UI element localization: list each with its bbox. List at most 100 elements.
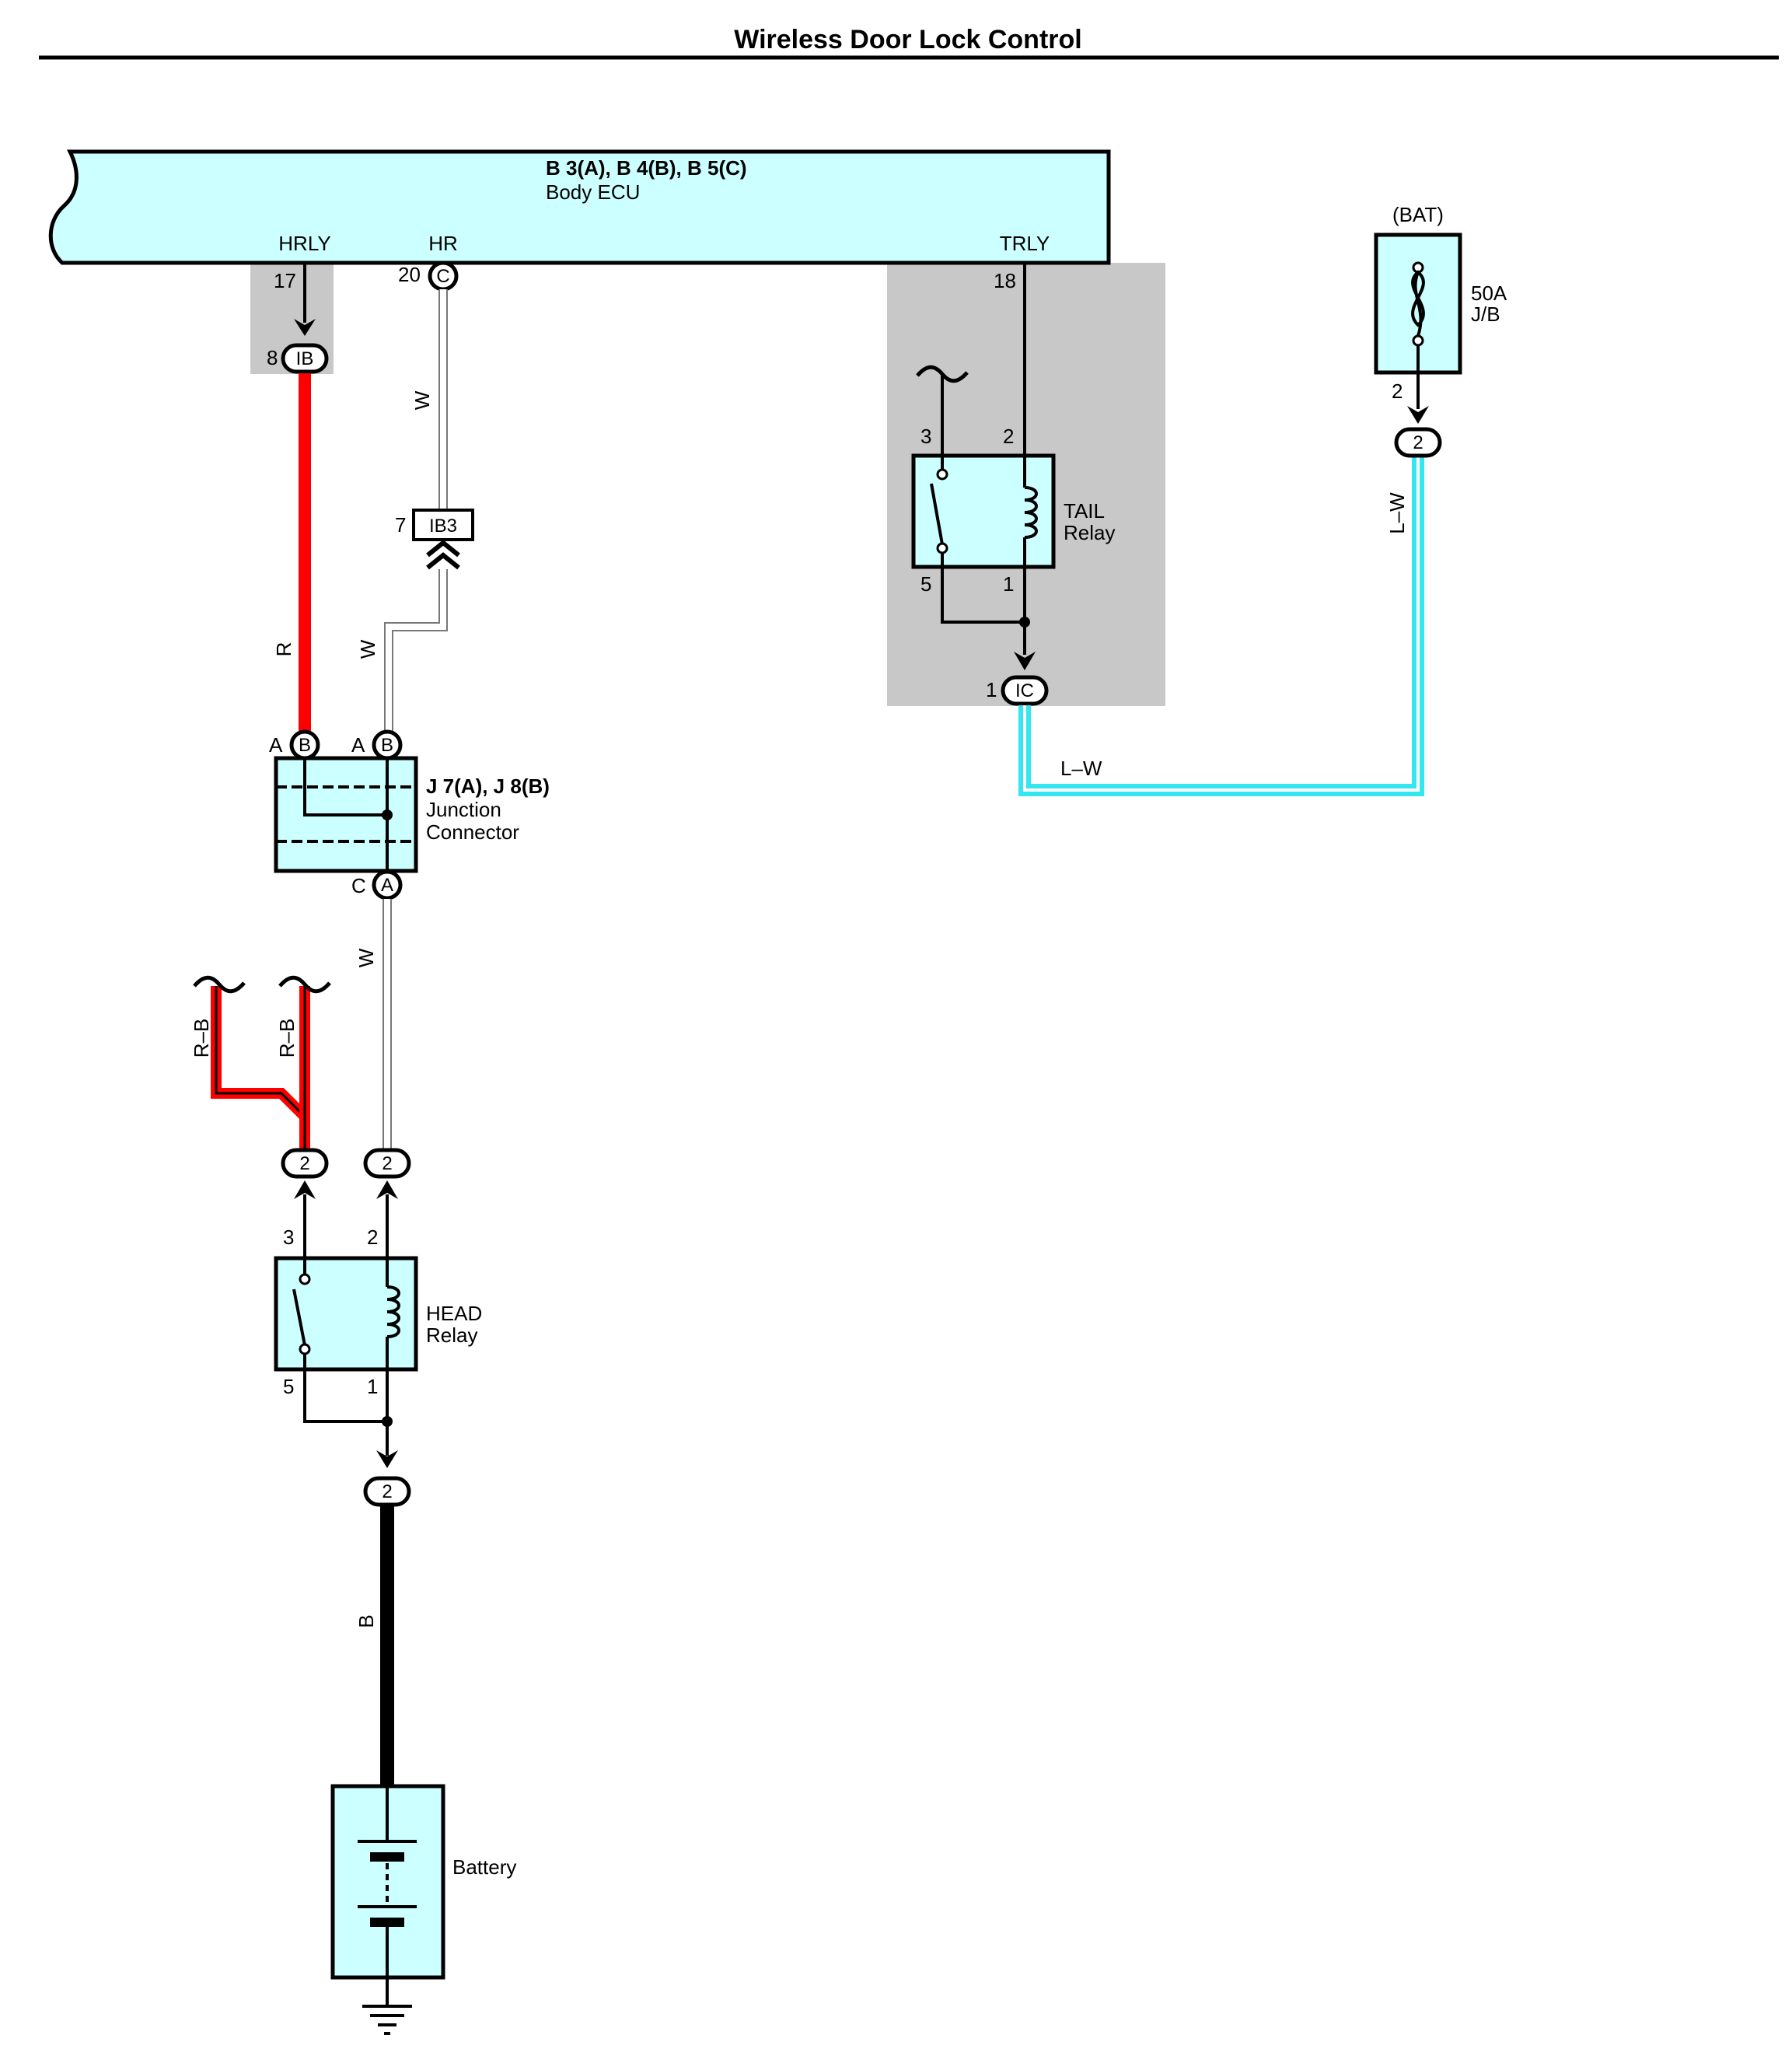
- white-wire-2-outline: [384, 569, 448, 735]
- rb-wire-1-red: [211, 986, 310, 1149]
- head-relay-pin-2: 2: [367, 1226, 378, 1249]
- junction-connector: J 7(A), J 8(B) Junction Connector: [274, 756, 550, 873]
- battery: Battery: [330, 1784, 516, 1980]
- black-wire-label: B: [355, 1614, 378, 1628]
- head-switch-contact-top: [299, 1273, 311, 1285]
- tail-switch-contact-top: [936, 468, 948, 481]
- junction-name-2: Connector: [426, 820, 519, 844]
- connector-head-bottom: [363, 1476, 411, 1507]
- tail-switch-contact-bottom: [936, 542, 948, 554]
- junction-pin-right-label: A: [351, 733, 365, 757]
- connector-ib-pin: 8: [267, 346, 278, 369]
- connector-ic-label: IC: [1015, 680, 1034, 701]
- fuse-icon: [1411, 270, 1425, 337]
- arrow-down-icon: [376, 1450, 398, 1468]
- rb-wire-2-label: R–B: [275, 1019, 299, 1058]
- connector-ib3-label: IB3: [429, 516, 457, 537]
- junction-pin-left: [289, 729, 320, 761]
- arrow-down-icon: [294, 319, 316, 336]
- battery-plate-short-2: [370, 1918, 404, 1927]
- lw-wire-horizontal-label: L–W: [1060, 757, 1102, 780]
- connector-head-top-left-label: 2: [299, 1153, 309, 1174]
- fuse-location: J/B: [1471, 302, 1500, 326]
- body-ecu-code: B 3(A), B 4(B), B 5(C): [546, 156, 747, 180]
- connector-head-top-right-label: 2: [382, 1153, 392, 1174]
- chevron-icon: [426, 540, 460, 570]
- lw-wire-vertical-label: L–W: [1385, 492, 1409, 534]
- red-wire-label: R: [272, 642, 295, 657]
- hrly-pin-number: 17: [274, 269, 296, 292]
- trly-pin-number: 18: [994, 269, 1016, 292]
- junction-name-1: Junction: [426, 798, 501, 821]
- connector-head-top-right: [363, 1148, 411, 1179]
- tail-relay-pin-3: 3: [920, 425, 931, 448]
- fuse-terminal-bottom: [1412, 334, 1424, 347]
- tail-switch-blade: [930, 483, 944, 545]
- white-wire-3-label: W: [355, 948, 378, 967]
- head-relay: HEAD Relay 3 2 5 1: [274, 1226, 482, 1398]
- pin-name-hr: HR: [428, 232, 458, 255]
- arrow-up-icon: [294, 1180, 316, 1199]
- junction-pin-bottom-label: C: [351, 874, 366, 897]
- head-switch-blade: [292, 1288, 306, 1346]
- connector-ic-pin: 1: [986, 678, 997, 701]
- tail-relay-pin-2: 2: [1003, 425, 1014, 448]
- junction-code: J 7(A), J 8(B): [426, 774, 550, 798]
- body-ecu: B 3(A), B 4(B), B 5(C) Body ECU HRLY HR …: [48, 149, 1111, 265]
- connector-bat-out: [1394, 427, 1442, 458]
- body-ecu-box: [48, 149, 1111, 265]
- arrow-up-icon: [376, 1180, 398, 1199]
- head-relay-name-1: HEAD: [426, 1302, 482, 1325]
- wire-break-icon: [916, 365, 969, 383]
- white-wire-1-label: W: [410, 390, 434, 410]
- tail-junction-node: [1019, 617, 1030, 628]
- connector-bat-out-label: 2: [1413, 432, 1423, 453]
- junction-pin-right-conn: B: [381, 735, 393, 756]
- junction-pin-right: [372, 729, 403, 761]
- connector-ib3: [412, 509, 474, 541]
- tail-relay-pin-1: 1: [1003, 572, 1014, 596]
- head-bottom-join: [303, 1369, 387, 1423]
- junction-pin-bottom-conn: A: [381, 875, 393, 896]
- junction-node: [382, 809, 393, 820]
- ground-icon: [362, 1977, 412, 2035]
- tail-relay: TAIL Relay 3 2 5 1: [911, 425, 1115, 596]
- head-relay-name-2: Relay: [426, 1323, 477, 1347]
- fuse-rating: 50A: [1471, 281, 1507, 305]
- arrow-down-icon: [1407, 406, 1429, 424]
- white-wire-2: [386, 569, 446, 735]
- rb-wire-1-label: R–B: [190, 1019, 213, 1058]
- head-junction-node: [382, 1416, 393, 1427]
- fuse: 50A J/B: [1374, 233, 1507, 375]
- diagram-title: Wireless Door Lock Control: [734, 25, 1081, 54]
- connector-ib: [281, 343, 329, 374]
- connector-ib-label: IB: [296, 348, 314, 369]
- battery-label: Battery: [452, 1855, 516, 1879]
- junction-pin-left-label: A: [269, 733, 283, 757]
- tail-bottom-join: [941, 567, 1025, 624]
- hr-connector-c-label: C: [436, 266, 449, 287]
- tail-relay-name-1: TAIL: [1064, 499, 1105, 523]
- fuse-supply: (BAT): [1392, 203, 1444, 226]
- head-relay-pin-1: 1: [367, 1375, 378, 1398]
- white-wire-2-label: W: [356, 639, 379, 659]
- junction-pin-bottom: [372, 869, 403, 900]
- head-switch-contact-bottom: [299, 1343, 311, 1355]
- wire-break-icon: [278, 975, 331, 994]
- pin-name-trly: TRLY: [1000, 232, 1050, 255]
- head-relay-pin-5: 5: [283, 1375, 294, 1398]
- junction-link: [303, 758, 387, 816]
- wire-break-icon: [193, 975, 246, 994]
- pin-name-hrly: HRLY: [278, 232, 330, 255]
- coil-icon: [386, 1285, 400, 1338]
- coil-icon: [1024, 486, 1038, 539]
- connector-head-top-left: [281, 1148, 329, 1179]
- junction-pin-left-conn: B: [299, 735, 311, 756]
- body-ecu-name: Body ECU: [546, 180, 640, 204]
- tail-relay-pin-5: 5: [920, 572, 931, 596]
- arrow-down-icon: [1014, 652, 1036, 670]
- connector-head-bottom-label: 2: [382, 1481, 392, 1502]
- battery-plate-short-1: [370, 1852, 404, 1862]
- rb-wire-1-tracer: [215, 986, 306, 1149]
- tail-relay-name-2: Relay: [1064, 521, 1115, 544]
